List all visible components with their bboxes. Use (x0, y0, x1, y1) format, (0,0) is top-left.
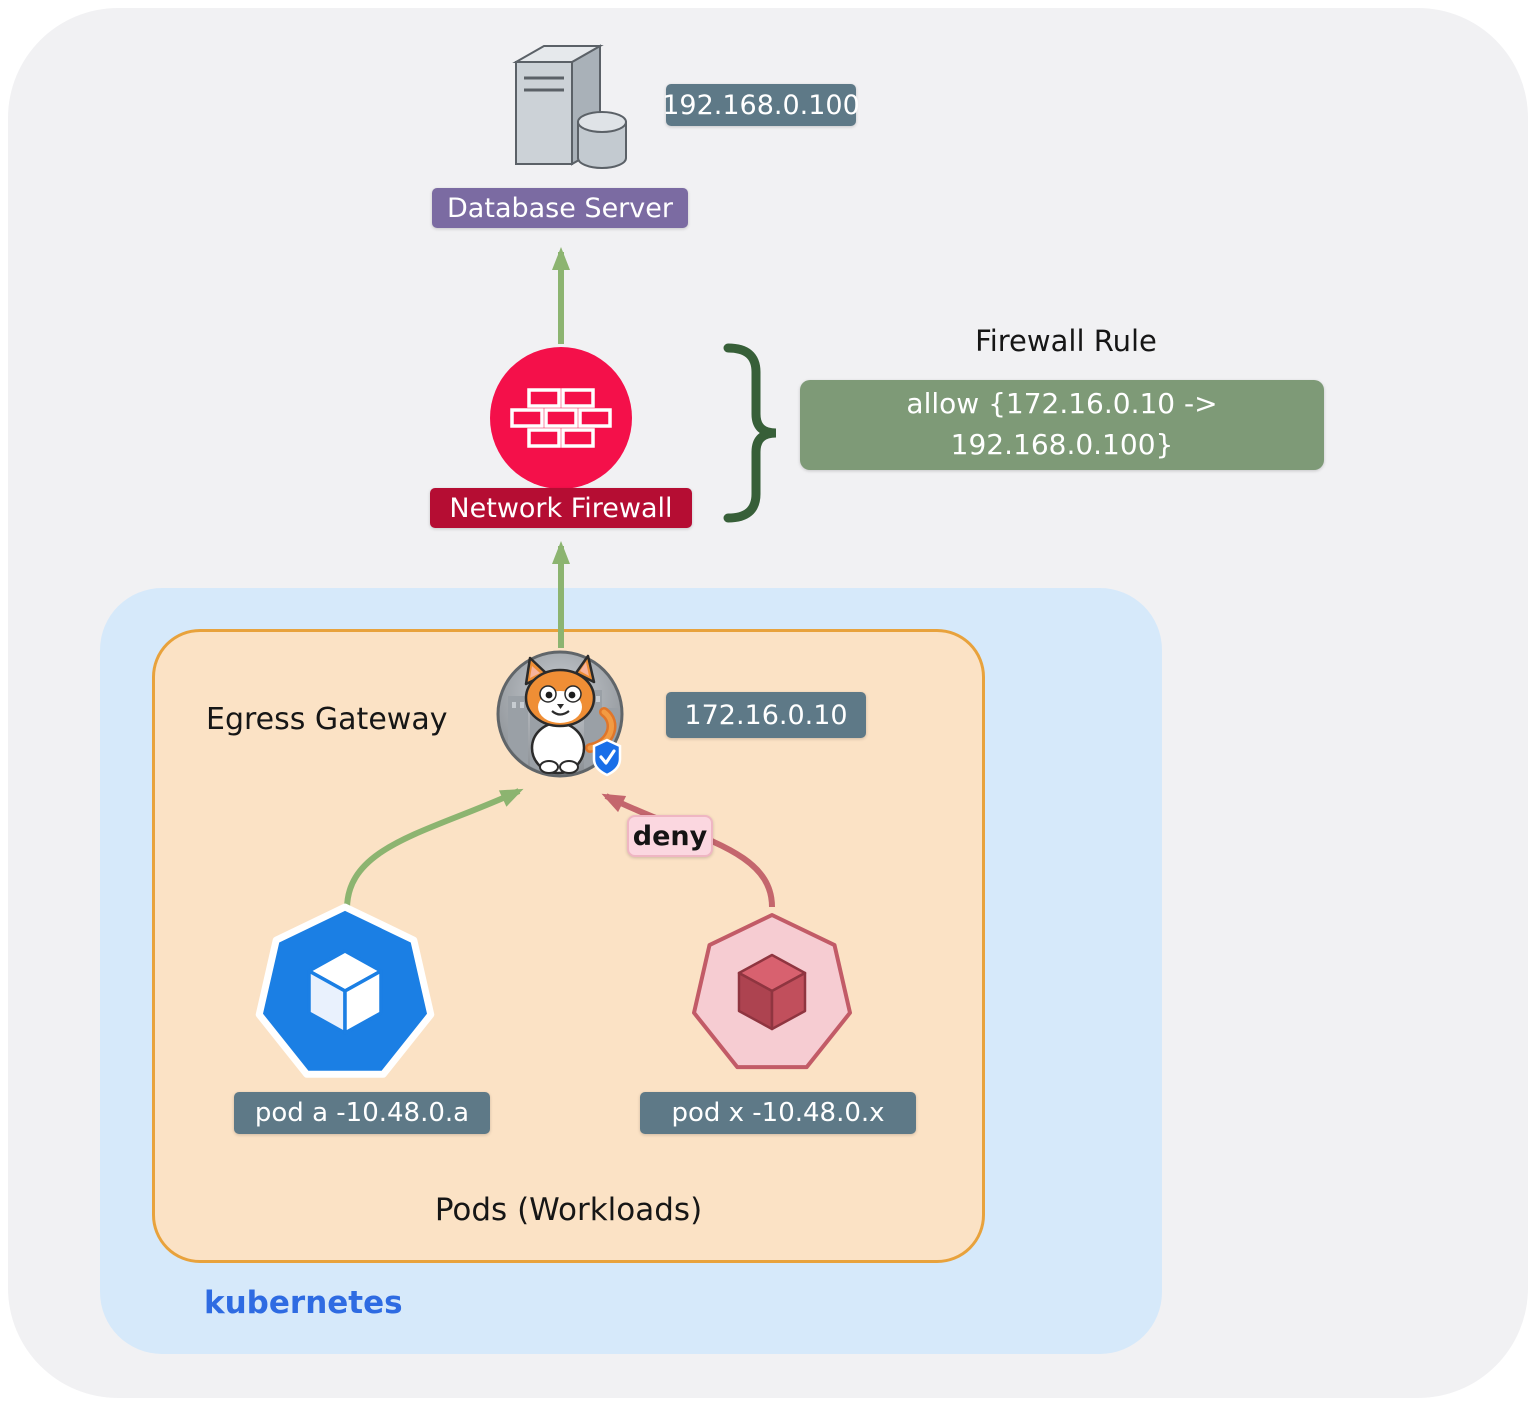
kubernetes-cluster-label: kubernetes (204, 1285, 403, 1321)
pods-workloads-label: Pods (Workloads) (434, 1192, 703, 1228)
network-firewall-icon (490, 347, 632, 489)
firewall-rule-line1: allow {172.16.0.10 -> (906, 387, 1218, 421)
pod-a-icon (255, 903, 435, 1078)
database-server-icon (512, 44, 627, 169)
arrow-pod-x-to-gateway-denied (601, 793, 775, 908)
pod-x-icon (692, 913, 852, 1070)
database-ip-badge: 192.168.0.100 (662, 84, 860, 126)
network-firewall-label: Network Firewall (430, 488, 692, 528)
firewall-rule-line2: 192.168.0.100} (950, 428, 1174, 461)
cube-icon (737, 953, 807, 1031)
shield-check-icon (592, 738, 622, 777)
brick-wall-icon (510, 388, 612, 448)
cube-icon (307, 949, 383, 1035)
curly-brace (723, 343, 777, 523)
arrow-pod-a-to-gateway (344, 788, 524, 910)
egress-gateway-ip-badge: 172.16.0.10 (666, 692, 866, 738)
database-server-label: Database Server (432, 188, 688, 228)
egress-gateway-label: Egress Gateway (206, 702, 448, 737)
database-cylinder-icon (577, 111, 627, 169)
deny-badge: deny (627, 815, 713, 857)
pod-x-label-badge: pod x -10.48.0.x (640, 1092, 916, 1134)
pod-a-label-badge: pod a -10.48.0.a (234, 1092, 490, 1134)
egress-gateway-cat-icon (496, 650, 624, 778)
firewall-rule-title: Firewall Rule (975, 324, 1157, 358)
firewall-rule-box: allow {172.16.0.10 -> 192.168.0.100} (800, 380, 1324, 470)
